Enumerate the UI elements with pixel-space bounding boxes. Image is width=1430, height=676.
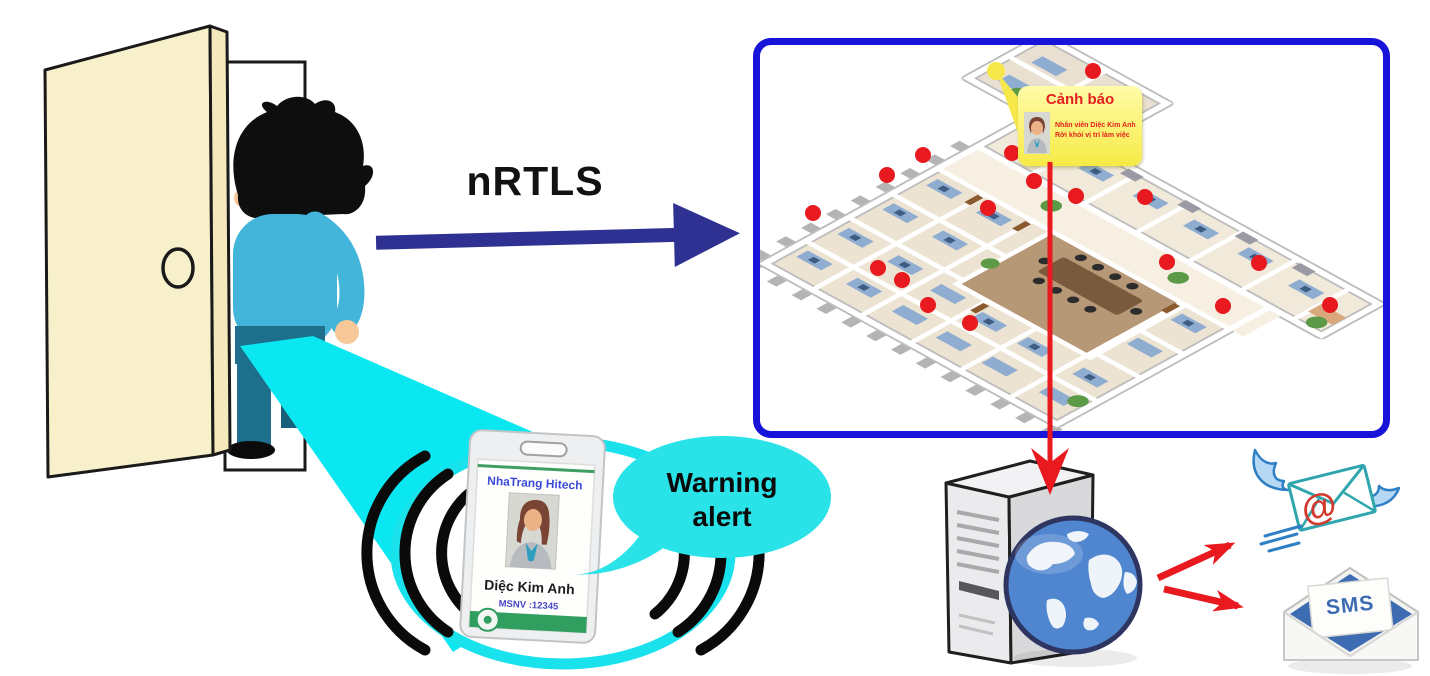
office-isometric bbox=[760, 45, 1383, 431]
server-vents bbox=[956, 510, 1000, 574]
door-knob bbox=[161, 247, 195, 289]
alert-callout: Cảnh báo Nhân viên Diệc Kim Anh Rời khỏi… bbox=[1018, 86, 1142, 166]
floorplan-panel: Cảnh báo Nhân viên Diệc Kim Anh Rời khỏi… bbox=[753, 38, 1390, 438]
warning-bubble: Warning alert bbox=[573, 436, 831, 575]
sms-alert-icon: SMS bbox=[1283, 567, 1419, 674]
person-location-dot bbox=[1251, 255, 1267, 271]
server-globe bbox=[944, 459, 1143, 667]
callout-pointer bbox=[987, 62, 1018, 133]
person-leaving bbox=[227, 96, 374, 459]
person-location-dot bbox=[962, 315, 978, 331]
server-handle bbox=[959, 581, 999, 600]
employee-photo bbox=[504, 492, 560, 570]
badge-name: Diệc Kim Anh bbox=[484, 577, 575, 598]
person-location-dot bbox=[920, 297, 936, 313]
person-location-dot bbox=[1085, 63, 1101, 79]
person-shoe bbox=[227, 441, 275, 459]
badge-slot bbox=[519, 440, 568, 458]
badge-employee-id: MSNV :12345 bbox=[498, 598, 559, 612]
nrtls-arrow-shaft bbox=[375, 227, 677, 250]
nrtls-arrow-head bbox=[673, 202, 740, 267]
email-speed-lines bbox=[1259, 524, 1303, 553]
person-location-dot bbox=[1004, 145, 1020, 161]
person-location-dot bbox=[980, 200, 996, 216]
desks bbox=[796, 56, 1325, 406]
email-envelope: @ bbox=[1287, 463, 1377, 532]
sms-paper: SMS bbox=[1307, 577, 1394, 639]
person-hand bbox=[335, 320, 359, 344]
badge-company: NhaTrang Hitech bbox=[487, 474, 583, 493]
person-location-dot bbox=[870, 260, 886, 276]
badge-zoom-scene: NhaTrang Hitech Diệc Kim Anh MSNV :12345… bbox=[240, 336, 831, 670]
alert-callout-title: Cảnh báo bbox=[1045, 91, 1115, 108]
email-alert-icon: @ bbox=[1252, 448, 1401, 553]
warning-bubble-line2: alert bbox=[692, 501, 751, 532]
open-door bbox=[43, 24, 232, 479]
person-location-dot bbox=[805, 205, 821, 221]
person-location-dot bbox=[1137, 189, 1153, 205]
person-location-dot bbox=[1322, 297, 1338, 313]
floorplan-map bbox=[760, 45, 1383, 431]
person-jacket bbox=[233, 214, 337, 348]
person-location-dots bbox=[805, 63, 1338, 331]
person-location-dot bbox=[915, 147, 931, 163]
person-location-dot bbox=[1215, 298, 1231, 314]
person-hair bbox=[233, 96, 374, 218]
alert-callout-line1: Nhân viên Diệc Kim Anh bbox=[1055, 122, 1136, 129]
person-location-dot bbox=[894, 272, 910, 288]
arrow-to-sms bbox=[1163, 585, 1244, 612]
nrtls-label: nRTLS bbox=[466, 158, 604, 204]
person-location-dot bbox=[1159, 254, 1175, 270]
door-scene bbox=[43, 24, 374, 479]
door-edge bbox=[208, 24, 232, 457]
id-badge: NhaTrang Hitech Diệc Kim Anh MSNV :12345 bbox=[459, 429, 606, 644]
nrtls-arrow bbox=[375, 202, 740, 267]
sofa bbox=[1308, 304, 1347, 326]
person-location-dot bbox=[879, 167, 895, 183]
meeting-table bbox=[1038, 257, 1143, 315]
person-location-dot bbox=[1026, 173, 1042, 189]
cabinets bbox=[1062, 137, 1316, 277]
alert-callout-line2: Rời khỏi vị trí làm việc bbox=[1055, 132, 1130, 139]
meeting-chairs bbox=[1032, 254, 1143, 315]
warning-bubble-line1: Warning bbox=[667, 467, 778, 498]
wood-doors bbox=[964, 194, 1181, 314]
person-location-dot bbox=[1068, 188, 1084, 204]
arrow-to-email bbox=[1156, 541, 1236, 582]
sms-label: SMS bbox=[1325, 592, 1376, 620]
employee-photo-small bbox=[1024, 112, 1050, 154]
globe-icon bbox=[1003, 515, 1143, 655]
person-arm bbox=[302, 211, 365, 336]
